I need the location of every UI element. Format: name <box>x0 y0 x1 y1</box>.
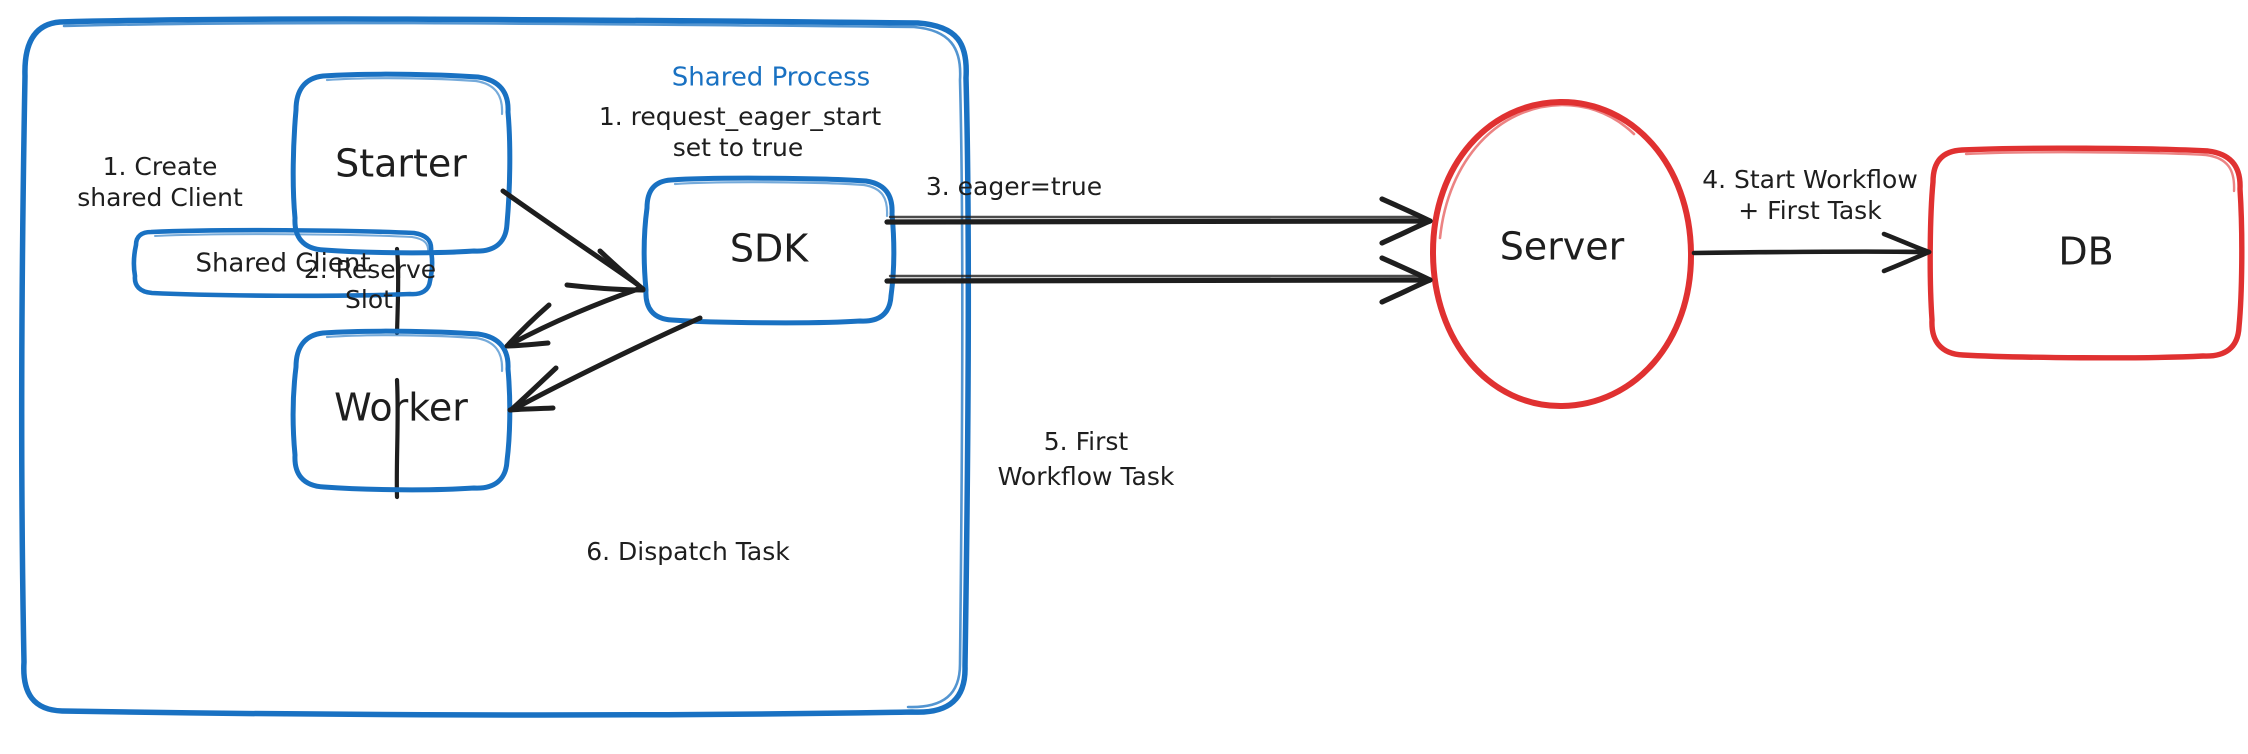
node-label-shared-client: Shared Client <box>195 249 370 279</box>
edge-sdk-to-worker-reserve-slot: 2. Reserve Slot <box>304 255 644 349</box>
edge-starter-shared-client-worker <box>394 246 401 500</box>
edge-starter-to-sdk: 1. request_eager_start set to true <box>500 102 881 293</box>
node-worker[interactable]: Worker <box>290 328 513 493</box>
edge-label-step1-line2: set to true <box>673 133 804 162</box>
edge-label-step6: 6. Dispatch Task <box>586 537 790 566</box>
node-starter[interactable]: Starter <box>290 71 513 256</box>
edge-server-to-sdk-first-task: 5. First Workflow Task <box>884 255 1433 491</box>
edge-server-to-db: 4. Start Workflow + First Task <box>1691 165 1932 274</box>
edge-sdk-to-server-eager: 3. eager=true <box>884 172 1433 246</box>
edge-label-step2-line2: Slot <box>345 285 393 314</box>
edge-label-create-shared-client: 1. Create shared Client <box>77 152 243 212</box>
node-label-server: Server <box>1500 225 1625 269</box>
edge-label-create-line1: 1. Create <box>103 152 218 181</box>
edge-label-step3: 3. eager=true <box>926 172 1102 201</box>
node-label-sdk: SDK <box>730 227 809 271</box>
edge-label-create-line2: shared Client <box>77 183 243 212</box>
edge-label-step2-line1: 2. Reserve <box>304 255 436 284</box>
node-label-db: DB <box>2058 230 2113 274</box>
node-server[interactable]: Server <box>1430 98 1695 410</box>
edge-label-step4-line2: + First Task <box>1738 196 1882 225</box>
edge-label-step5-line1: 5. First <box>1044 427 1129 456</box>
node-shared-client[interactable]: Shared Client <box>131 227 435 299</box>
edge-sdk-to-worker-dispatch-task: 6. Dispatch Task <box>507 315 790 566</box>
shared-process-container: Shared Process <box>19 16 971 718</box>
edge-label-step4-line1: 4. Start Workflow <box>1702 165 1918 194</box>
node-label-starter: Starter <box>335 142 467 186</box>
node-db[interactable]: DB <box>1927 145 2245 361</box>
node-sdk[interactable]: SDK <box>641 175 897 326</box>
container-title-shared-process: Shared Process <box>672 63 870 93</box>
node-label-worker: Worker <box>334 386 468 430</box>
edge-label-step5-line2: Workflow Task <box>998 462 1175 491</box>
edge-label-step1-line1: 1. request_eager_start <box>599 102 881 131</box>
